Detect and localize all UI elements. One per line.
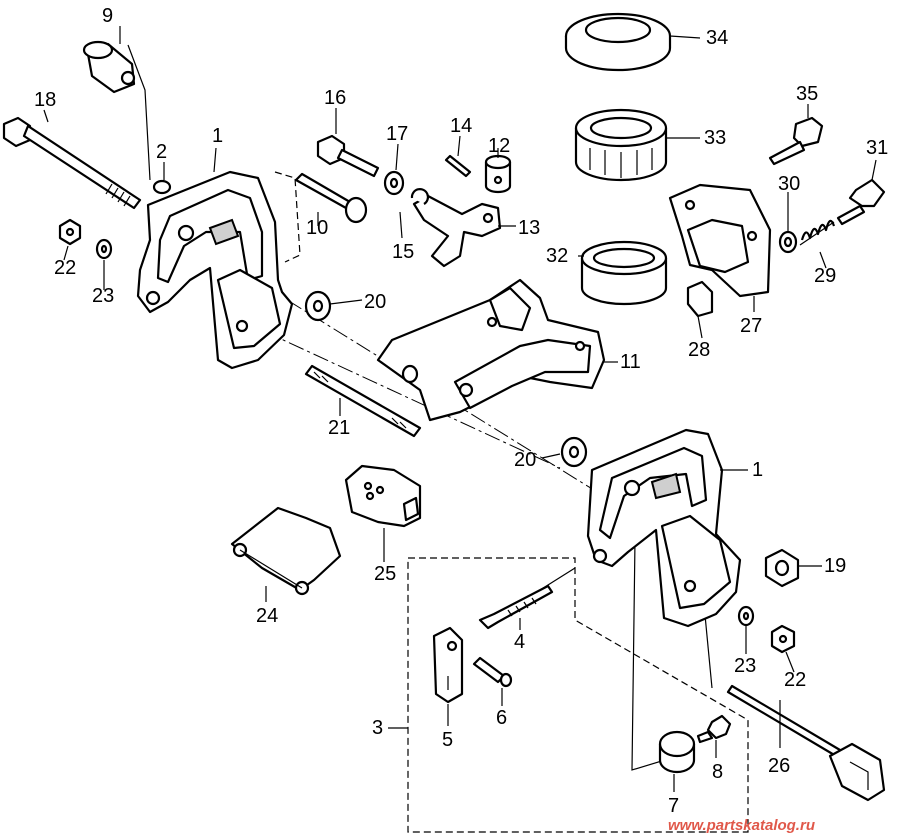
label-28: 28 <box>688 339 710 361</box>
label-10: 10 <box>306 217 328 239</box>
part-2-o-ring <box>152 179 172 195</box>
part-27-clamp-housing <box>668 183 772 298</box>
label-5: 5 <box>442 729 453 751</box>
part-8-screw <box>696 714 732 744</box>
label-23-right: 23 <box>734 655 756 677</box>
part-20-washer-upper <box>304 290 332 322</box>
part-14-pin <box>444 154 472 178</box>
part-9-cap <box>82 40 136 94</box>
label-2: 2 <box>156 141 167 163</box>
part-16-bolt <box>316 134 380 178</box>
label-17: 17 <box>386 123 408 145</box>
label-22-left: 22 <box>54 257 76 279</box>
label-12: 12 <box>488 135 510 157</box>
label-7: 7 <box>668 795 679 817</box>
part-23-washer-left <box>95 238 113 260</box>
part-10-bolt <box>294 172 368 224</box>
label-31: 31 <box>866 137 888 159</box>
part-35-bolt <box>768 116 824 166</box>
label-11: 11 <box>620 351 641 373</box>
part-32-bushing <box>580 240 668 306</box>
label-19: 19 <box>824 555 846 577</box>
label-22-right: 22 <box>784 669 806 691</box>
label-23-left: 23 <box>92 285 114 307</box>
label-14: 14 <box>450 115 472 137</box>
part-29-spring <box>799 219 836 246</box>
part-34-ring <box>564 12 672 72</box>
part-22-nut-right <box>770 624 796 654</box>
part-13-lever <box>412 194 502 268</box>
part-19-nut <box>764 548 800 588</box>
part-20-washer-lower <box>560 436 588 468</box>
label-32: 32 <box>546 245 568 267</box>
label-3: 3 <box>372 717 383 739</box>
part-1-bracket-right <box>586 428 742 628</box>
label-4: 4 <box>514 631 525 653</box>
part-24-tilt-lever <box>230 506 342 596</box>
label-16: 16 <box>324 87 346 109</box>
part-25-tilt-collar <box>344 464 422 528</box>
label-21: 21 <box>328 417 350 439</box>
part-12-sleeve <box>484 154 512 194</box>
part-4-adjuster-rod <box>478 584 554 630</box>
label-9: 9 <box>102 5 113 27</box>
part-28-wedge <box>686 280 714 318</box>
part-23-washer-right <box>737 605 755 627</box>
label-15: 15 <box>392 241 414 263</box>
label-1-right: 1 <box>752 459 763 481</box>
label-26: 26 <box>768 755 790 777</box>
label-27: 27 <box>740 315 762 337</box>
part-1-bracket-left <box>136 170 294 370</box>
part-6-pin <box>472 656 513 688</box>
part-18-long-bolt <box>2 116 142 210</box>
label-30: 30 <box>778 173 800 195</box>
label-8: 8 <box>712 761 723 783</box>
watermark: www.partskatalog.ru <box>668 817 815 834</box>
part-number-labels: 9 2 18 1 16 17 14 12 13 10 15 22 23 20 1… <box>34 5 888 817</box>
part-15-clip <box>410 188 430 205</box>
part-33-ribbed-bushing <box>574 108 668 182</box>
leader-lines <box>43 26 877 792</box>
label-29: 29 <box>814 265 836 287</box>
label-34: 34 <box>706 27 728 49</box>
label-20-upper: 20 <box>364 291 386 313</box>
label-6: 6 <box>496 707 507 729</box>
part-21-stud <box>304 364 422 438</box>
part-7-knob <box>658 730 696 774</box>
label-35: 35 <box>796 83 818 105</box>
label-25: 25 <box>374 563 396 585</box>
label-1-left: 1 <box>212 125 223 147</box>
part-22-nut-left <box>58 218 82 246</box>
part-11-swivel-bracket <box>376 278 606 422</box>
part-26-rod <box>726 684 886 802</box>
label-33: 33 <box>704 127 726 149</box>
label-20-lower: 20 <box>514 449 536 471</box>
label-24: 24 <box>256 605 278 627</box>
part-17-washer <box>383 170 405 196</box>
label-13: 13 <box>518 217 540 239</box>
part-31-wing-screw <box>836 178 886 226</box>
part-5-plate <box>432 626 464 704</box>
part-30-washer <box>778 230 798 254</box>
label-18: 18 <box>34 89 56 111</box>
